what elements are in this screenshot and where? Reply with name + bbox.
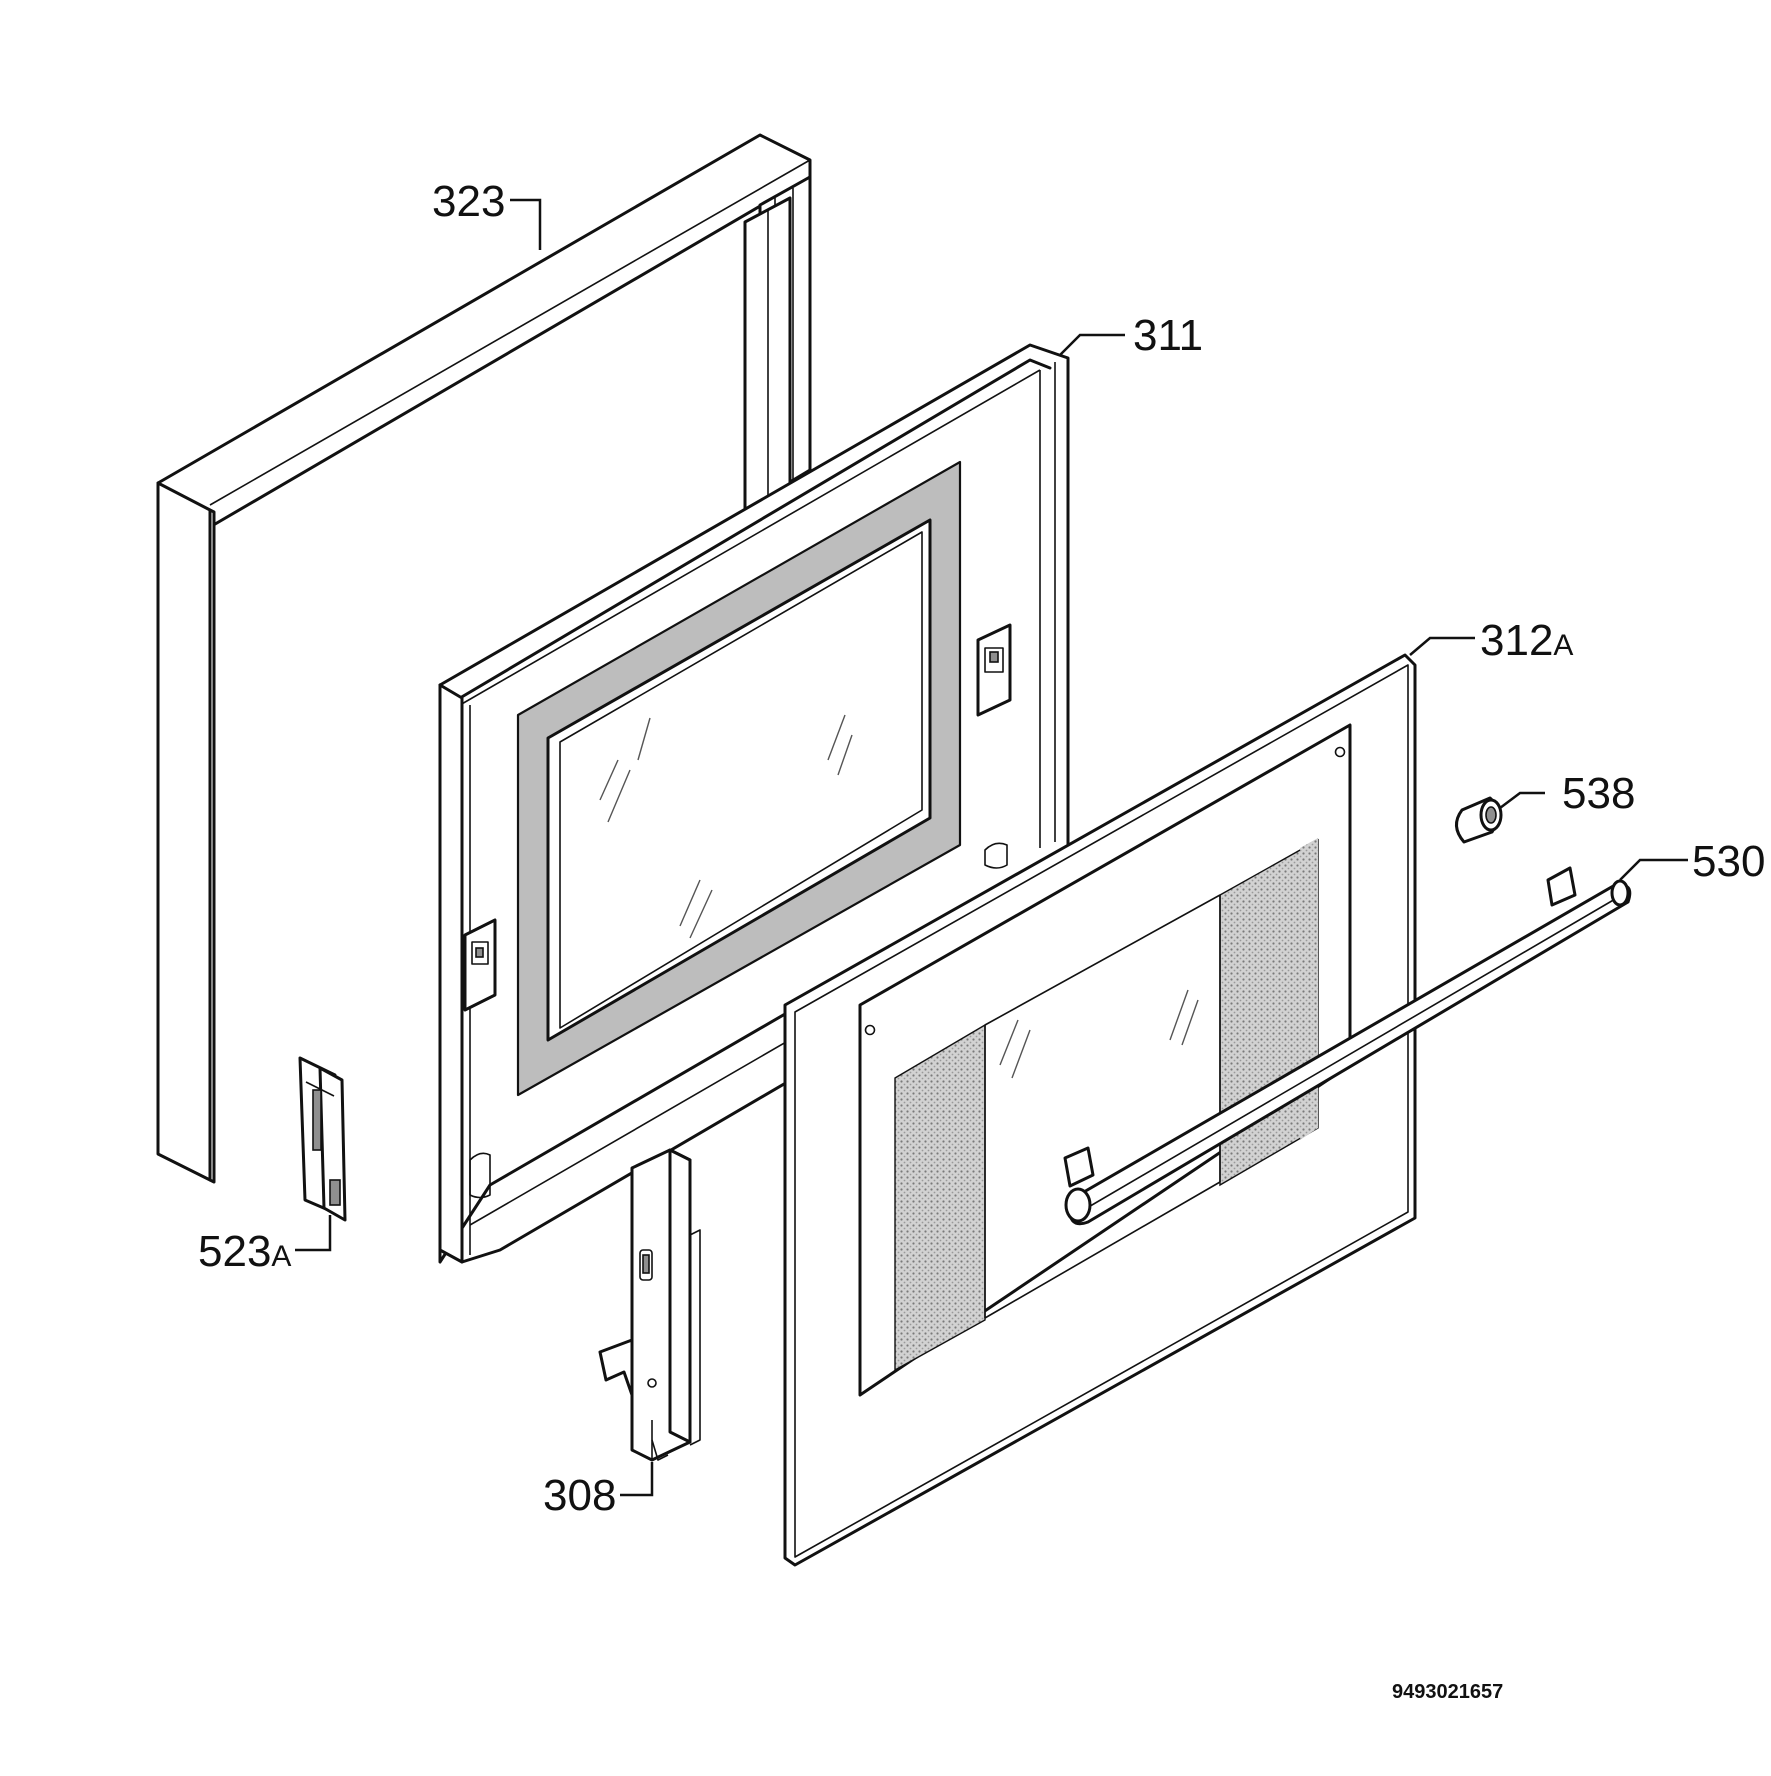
label-323: 323: [432, 177, 505, 226]
label-311: 311: [1133, 311, 1203, 360]
hinge-bracket-right: [976, 623, 1012, 717]
part-530-door-handle: [1063, 866, 1632, 1226]
label-523A-number: 523: [198, 1227, 271, 1276]
document-number: 9493021657: [1392, 1681, 1503, 1703]
label-523A: 523A: [198, 1227, 291, 1276]
part-308-door-hinge: [598, 1148, 701, 1462]
label-523A-suffix: A: [271, 1240, 291, 1273]
label-312A: 312A: [1480, 616, 1573, 665]
label-312A-suffix: A: [1553, 629, 1573, 662]
label-538: 538: [1562, 769, 1635, 818]
part-312A-outer-glass-door: [783, 653, 1417, 1567]
label-312A-number: 312: [1480, 616, 1553, 665]
label-530: 530: [1692, 837, 1765, 886]
leader-lines: [295, 198, 1688, 1497]
part-538-spacer: [1455, 796, 1503, 844]
part-523A-door-latch: [298, 1056, 347, 1222]
part-311-inner-door: [438, 343, 1070, 1264]
label-308: 308: [543, 1471, 616, 1520]
hinge-bracket-left: [463, 918, 497, 1012]
